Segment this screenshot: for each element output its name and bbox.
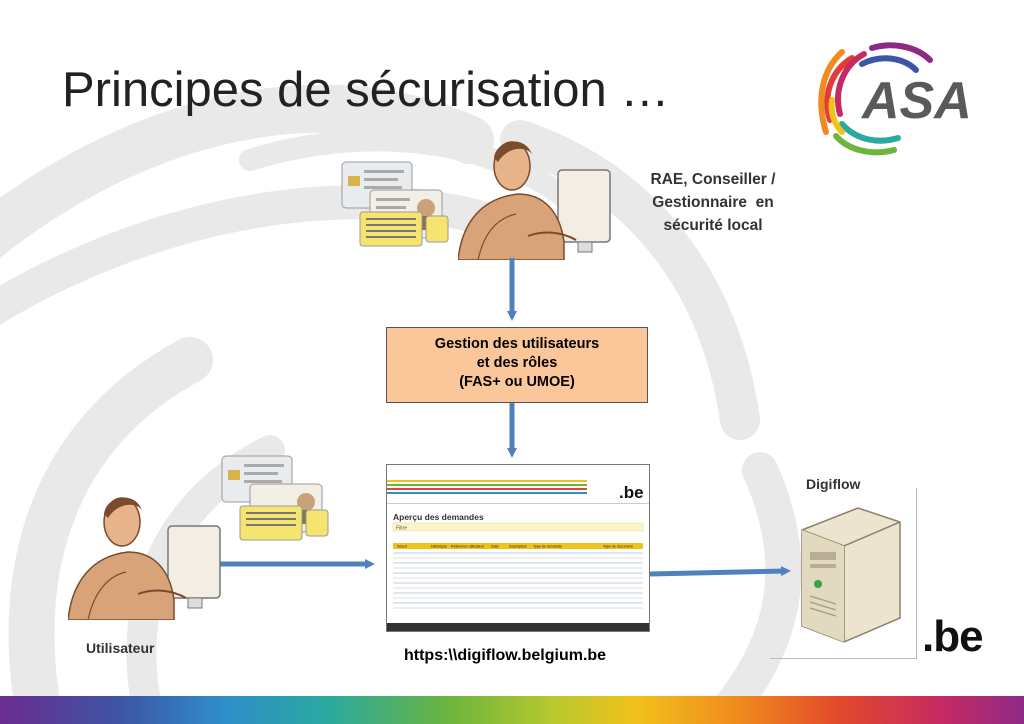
- portal-heading: Aperçu des demandes: [393, 512, 484, 522]
- portal-brand: .be: [619, 483, 644, 502]
- gestion-line: Gestion des utilisateurs: [434, 336, 600, 352]
- server-panel: [770, 488, 917, 659]
- server-icon: [801, 507, 901, 643]
- portal-col-header: Date: [491, 545, 499, 549]
- admin-role-label: RAE, Conseiller / Gestionnaire en sécuri…: [630, 168, 796, 237]
- portal-mockup: .be Aperçu des demandes Filtre Select Hi…: [387, 465, 649, 631]
- gestion-box: Gestion des utilisateurs et des rôles (F…: [386, 327, 648, 403]
- user-label: Utilisateur: [86, 640, 155, 656]
- slide-title: Principes de sécurisation …: [62, 63, 670, 117]
- arrow-portal-to-digiflow: [649, 566, 791, 577]
- portal-col-header: Description: [509, 545, 527, 549]
- admin-person-icon: [458, 141, 611, 260]
- gestion-line: (FAS+ ou UMOE): [459, 374, 575, 390]
- asa-logo: ASA: [818, 42, 972, 156]
- portal-screenshot: .be Aperçu des demandes Filtre Select Hi…: [386, 464, 650, 632]
- portal-table-rows: [393, 552, 643, 609]
- portal-col-header: Historique: [431, 545, 447, 549]
- portal-col-header: Type de document: [603, 545, 633, 549]
- admin-label-line: Gestionnaire en: [652, 194, 774, 211]
- rainbow-swirl-icon: [818, 42, 933, 156]
- id-cards-icon: [341, 161, 449, 247]
- portal-col-header: Référence utilisateur: [451, 545, 485, 549]
- digiflow-url[interactable]: https:\\digiflow.belgium.be: [404, 647, 607, 664]
- gestion-line: et des rôles: [476, 355, 558, 371]
- admin-label-line: sécurité local: [663, 217, 763, 234]
- rainbow-footer-bar: [0, 696, 1024, 724]
- admin-label-line: RAE, Conseiller /: [650, 171, 776, 188]
- logo-text: ASA: [860, 72, 972, 130]
- user-person-icon: [68, 497, 221, 620]
- portal-col-header: Select: [397, 545, 407, 549]
- id-cards-icon: [221, 455, 329, 541]
- portal-col-header: Type de demande: [533, 545, 562, 549]
- portal-filter: Filtre: [396, 526, 407, 532]
- digiflow-label: Digiflow: [806, 476, 861, 492]
- be-logo: .be: [922, 612, 984, 661]
